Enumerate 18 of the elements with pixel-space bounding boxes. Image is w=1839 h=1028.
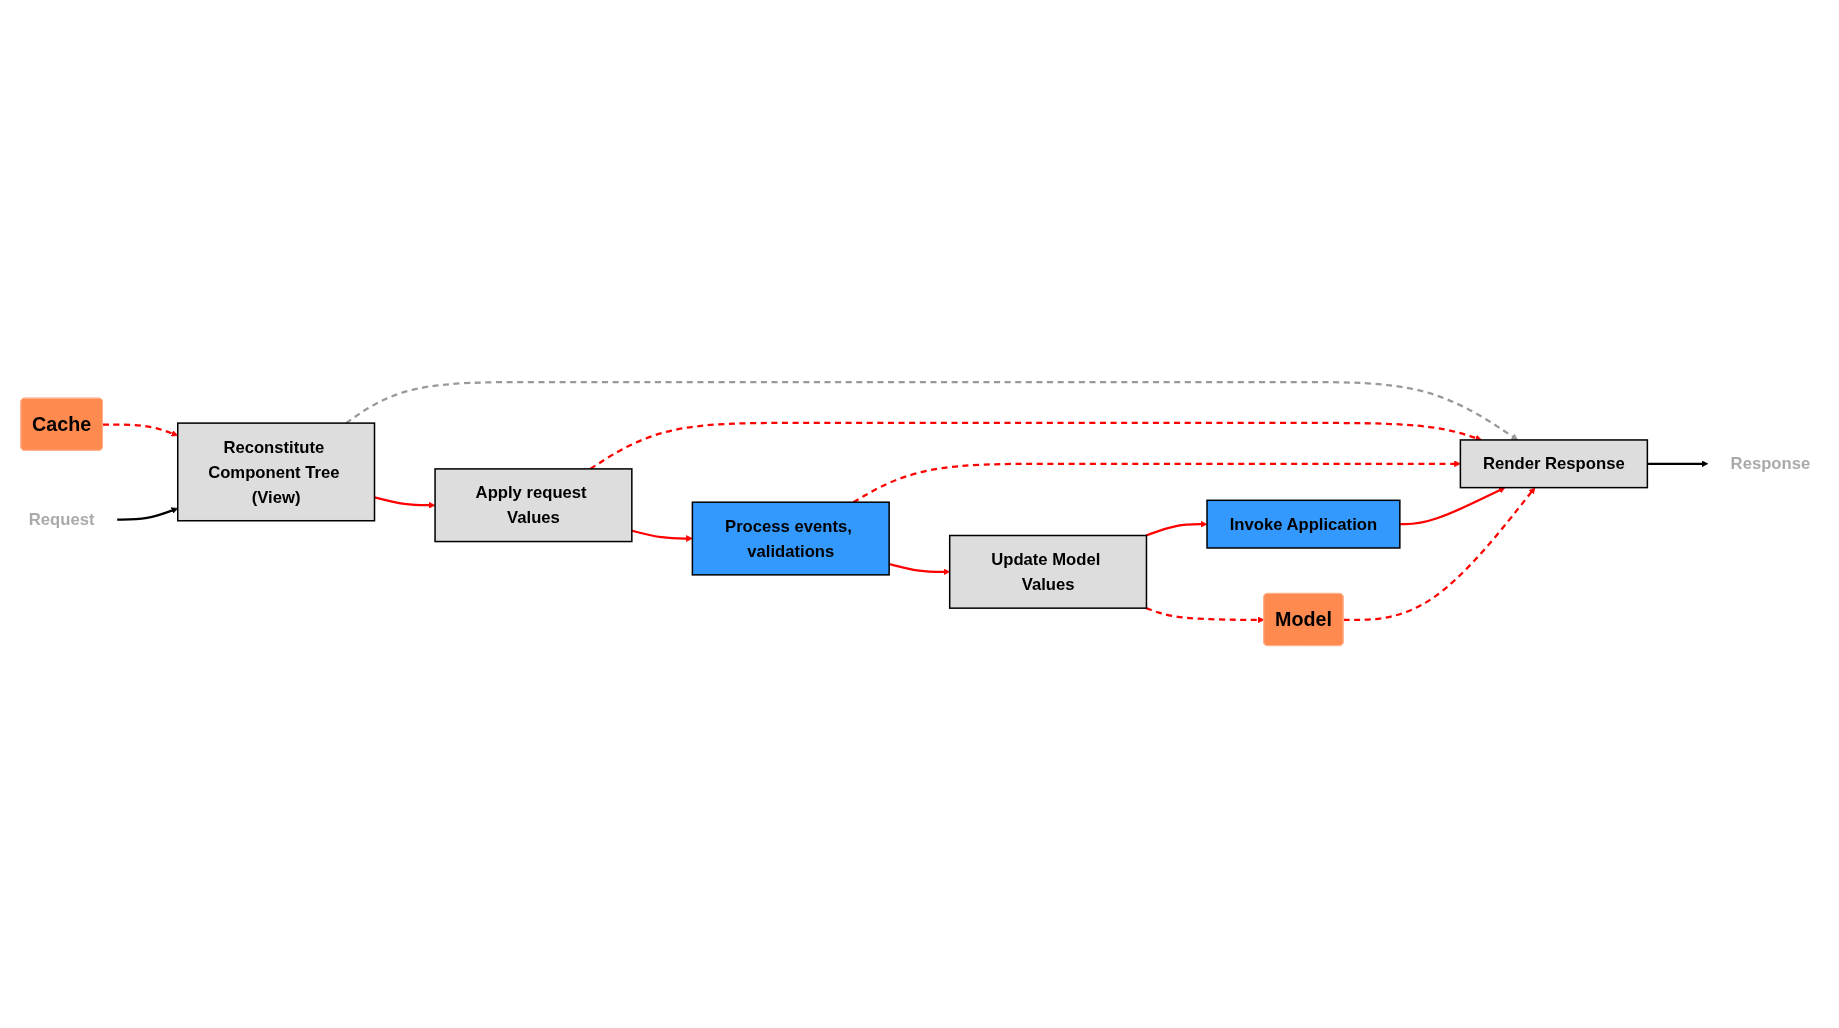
arrow xyxy=(852,460,1461,504)
arrow xyxy=(374,496,436,509)
arrow xyxy=(631,529,693,542)
node-text: Request xyxy=(28,510,95,530)
arrow xyxy=(1145,607,1265,624)
arrow xyxy=(1343,487,1536,622)
node-box: Invoke Application xyxy=(1206,499,1401,549)
node-text: Response xyxy=(1730,454,1811,474)
node-box: Update Model Values xyxy=(948,534,1148,610)
node-box: Apply request Values xyxy=(434,468,633,543)
arrow xyxy=(1647,460,1709,468)
arrow xyxy=(1145,520,1208,537)
node-box: Process events, validations xyxy=(691,501,890,576)
arrow xyxy=(345,381,1519,441)
arrow xyxy=(1399,487,1506,526)
node-box: Render Response xyxy=(1459,439,1649,489)
node-box: Reconstitute Component Tree (View) xyxy=(177,422,376,522)
arrow xyxy=(589,421,1482,470)
